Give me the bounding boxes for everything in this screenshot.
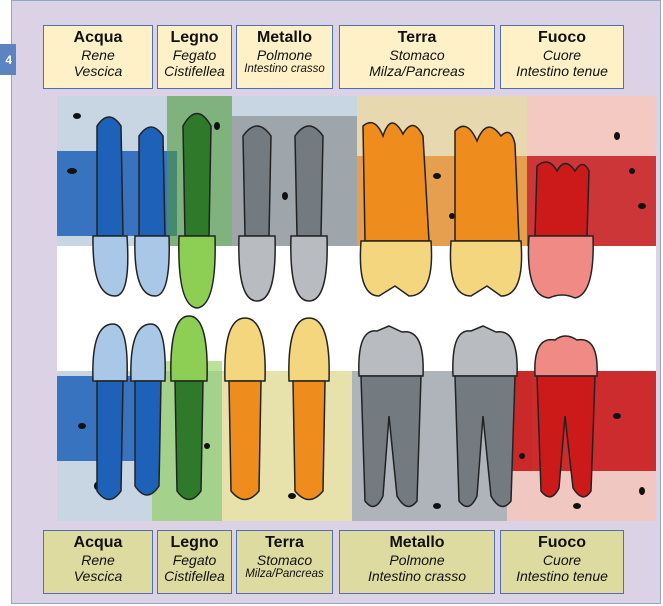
tooth-root xyxy=(535,162,589,236)
organ-label: Intestino tenue xyxy=(501,63,623,79)
speckle xyxy=(639,487,645,495)
element-name: Acqua xyxy=(44,534,152,552)
organ-label: Rene xyxy=(44,47,152,63)
element-name: Metallo xyxy=(340,534,494,552)
speckle xyxy=(614,132,620,140)
organ-label: Cistifellea xyxy=(158,568,231,584)
speckle xyxy=(73,113,81,119)
tooth-root xyxy=(139,127,165,236)
bottom-label-metallo: Metallo Polmone Intestino crasso xyxy=(339,530,495,594)
speckle xyxy=(519,453,525,459)
element-name: Terra xyxy=(340,29,494,47)
tooth-upper-metallo-1 xyxy=(239,126,275,301)
tooth-crown xyxy=(528,236,593,298)
figure-number-badge: 4 xyxy=(0,44,16,75)
tooth-lower-terra-1 xyxy=(225,318,265,500)
organ-label: Milza/Pancreas xyxy=(237,568,332,581)
organ-label: Fegato xyxy=(158,47,231,63)
speckle xyxy=(282,192,288,200)
tooth-upper-terra-2 xyxy=(450,126,521,296)
speckle xyxy=(214,122,220,130)
tooth-crown xyxy=(453,326,517,376)
organ-label: Stomaco xyxy=(237,552,332,568)
organ-label: Intestino crasso xyxy=(237,63,332,76)
tooth-lower-acqua-1 xyxy=(93,324,127,500)
tooth-root xyxy=(363,123,429,241)
element-name: Terra xyxy=(237,534,332,552)
tooth-root xyxy=(97,381,123,500)
top-label-acqua: Acqua Rene Vescica xyxy=(43,25,153,89)
organ-label: Stomaco xyxy=(340,47,494,63)
bottom-label-fuoco: Fuoco Cuore Intestino tenue xyxy=(500,530,624,594)
tooth-root xyxy=(97,117,123,236)
tooth-upper-acqua-2 xyxy=(135,127,169,296)
tooth-root xyxy=(293,381,325,500)
tooth-upper-legno xyxy=(179,114,215,309)
tooth-root xyxy=(455,126,519,241)
speckle xyxy=(433,503,441,509)
bg-band-fuoco-light xyxy=(527,96,656,156)
tooth-upper-metallo-2 xyxy=(291,126,327,301)
tooth-root xyxy=(175,381,203,500)
speckle xyxy=(78,423,86,429)
tooth-crown xyxy=(171,316,207,381)
tooth-crown xyxy=(225,318,265,381)
organ-label: Intestino crasso xyxy=(340,568,494,584)
bottom-label-terra: Terra Stomaco Milza/Pancreas xyxy=(236,530,333,594)
tooth-root xyxy=(295,126,323,236)
tooth-lower-acqua-2 xyxy=(131,324,165,495)
tooth-crown xyxy=(535,336,597,376)
element-name: Legno xyxy=(158,534,231,552)
organ-label: Fegato xyxy=(158,552,231,568)
tooth-root xyxy=(229,381,261,500)
top-label-fuoco: Fuoco Cuore Intestino tenue xyxy=(500,25,624,89)
organ-label: Vescica xyxy=(44,63,152,79)
tooth-lower-legno xyxy=(171,316,207,500)
top-label-legno: Legno Fegato Cistifellea xyxy=(157,25,232,89)
organ-label: Milza/Pancreas xyxy=(340,63,494,79)
tooth-upper-terra-1 xyxy=(360,123,431,296)
bottom-label-legno: Legno Fegato Cistifellea xyxy=(157,530,232,594)
element-name: Fuoco xyxy=(501,534,623,552)
organ-label: Vescica xyxy=(44,568,152,584)
organ-label: Rene xyxy=(44,552,152,568)
organ-label: Intestino tenue xyxy=(501,568,623,584)
figure-number: 4 xyxy=(5,53,12,67)
speckle xyxy=(573,503,581,509)
element-name: Legno xyxy=(158,29,231,47)
organ-label: Cuore xyxy=(501,552,623,568)
organ-label: Cistifellea xyxy=(158,63,231,79)
dental-chart-illustration xyxy=(57,96,656,521)
speckle xyxy=(638,203,646,209)
figure-frame: Acqua Rene Vescica Legno Fegato Cistifel… xyxy=(11,0,661,604)
tooth-crown xyxy=(291,236,327,301)
organ-label: Polmone xyxy=(237,47,332,63)
speckle xyxy=(433,173,441,179)
speckle xyxy=(67,168,77,174)
tooth-root xyxy=(183,114,211,237)
organ-label: Cuore xyxy=(501,47,623,63)
tooth-root xyxy=(135,381,161,495)
speckle xyxy=(629,168,635,174)
bottom-label-acqua: Acqua Rene Vescica xyxy=(43,530,153,594)
tooth-crown xyxy=(359,326,423,376)
top-label-metallo: Metallo Polmone Intestino crasso xyxy=(236,25,333,89)
speckle xyxy=(288,493,296,499)
speckle xyxy=(613,413,621,419)
top-label-terra: Terra Stomaco Milza/Pancreas xyxy=(339,25,495,89)
element-name: Metallo xyxy=(237,29,332,47)
tooth-upper-fuoco xyxy=(528,162,593,298)
tooth-crown xyxy=(239,236,275,301)
element-name: Acqua xyxy=(44,29,152,47)
tooth-crown xyxy=(289,318,329,381)
speckle xyxy=(449,213,455,219)
element-name: Fuoco xyxy=(501,29,623,47)
speckle xyxy=(204,443,210,449)
tooth-lower-terra-2 xyxy=(289,318,329,500)
tooth-root xyxy=(243,126,271,236)
organ-label: Polmone xyxy=(340,552,494,568)
